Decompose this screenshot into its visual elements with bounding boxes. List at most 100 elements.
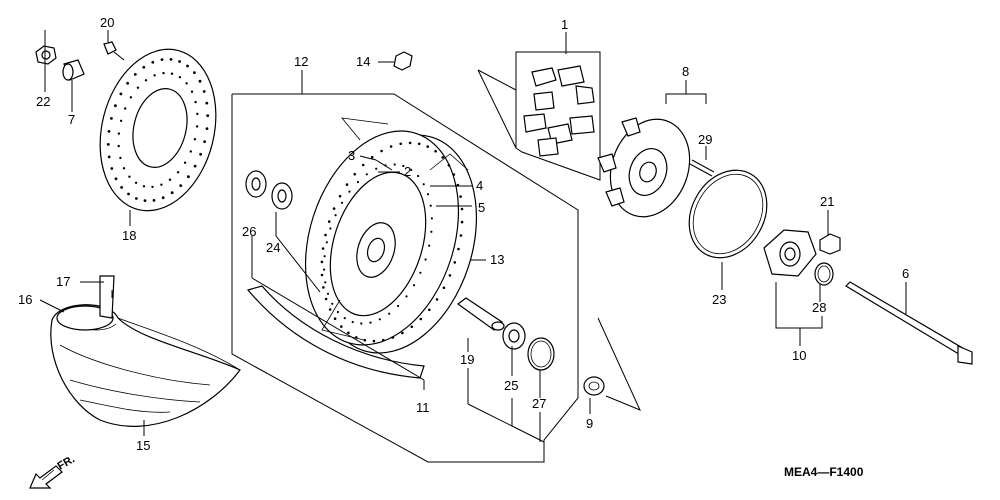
perforation-hole xyxy=(378,318,381,321)
callout-9: 9 xyxy=(586,416,593,431)
callout-11: 11 xyxy=(416,400,430,415)
callout-6: 6 xyxy=(902,266,909,281)
perforation-hole xyxy=(331,302,334,305)
perforation-hole xyxy=(205,127,209,130)
perforation-hole xyxy=(135,197,138,200)
perforation-hole xyxy=(142,65,146,69)
perforation-hole xyxy=(324,281,327,284)
perforation-hole xyxy=(356,180,359,184)
collar xyxy=(62,59,85,81)
perforation-hole xyxy=(189,150,192,153)
perforation-hole xyxy=(321,247,325,250)
perforation-hole xyxy=(426,193,430,196)
perforation-hole xyxy=(324,233,327,237)
callout-13: 13 xyxy=(490,252,504,267)
perforation-hole xyxy=(428,244,431,247)
perforation-hole xyxy=(329,227,332,230)
callout-24: 24 xyxy=(266,240,280,255)
perforation-hole xyxy=(206,114,210,117)
perforation-hole xyxy=(152,199,156,202)
callout-10: 10 xyxy=(792,348,806,363)
perforation-hole xyxy=(380,149,383,153)
perforation-hole xyxy=(452,173,456,176)
flange-nut xyxy=(35,45,57,65)
perforation-hole xyxy=(120,186,123,189)
bearing xyxy=(245,170,267,198)
perforation-hole xyxy=(117,144,120,148)
perforation-hole xyxy=(162,71,165,75)
perforation-hole xyxy=(126,81,129,85)
bearing xyxy=(502,322,526,350)
perforation-hole xyxy=(408,141,412,145)
leader-lines xyxy=(39,30,907,443)
perforation-hole xyxy=(343,317,346,320)
perforation-hole xyxy=(435,298,439,301)
perforation-hole xyxy=(323,268,326,271)
callout-7: 7 xyxy=(68,112,75,127)
distance-collar xyxy=(456,297,505,331)
o-ring xyxy=(814,262,834,286)
perforation-hole xyxy=(195,125,199,128)
perforation-hole xyxy=(334,214,337,217)
perforation-hole xyxy=(355,336,358,339)
perforation-hole xyxy=(428,308,431,312)
rear-axle xyxy=(845,281,973,365)
perforation-hole xyxy=(134,181,138,184)
perforation-hole xyxy=(328,308,332,311)
callout-29: 29 xyxy=(698,132,712,147)
perforation-hole xyxy=(144,79,148,82)
wheel-tire-section xyxy=(246,285,425,379)
perforation-hole xyxy=(402,164,405,168)
perforation-hole xyxy=(336,310,339,314)
perforation-hole xyxy=(193,164,197,168)
perforation-hole xyxy=(107,155,111,159)
perforation-hole xyxy=(370,155,374,159)
perforation-hole xyxy=(410,325,414,329)
perforation-hole xyxy=(430,217,433,220)
perforation-hole xyxy=(160,58,164,61)
perforation-hole xyxy=(388,312,391,315)
perforation-hole xyxy=(196,112,199,116)
perforation-hole xyxy=(340,201,344,204)
flange-stud xyxy=(689,159,715,177)
perforation-hole xyxy=(176,171,180,174)
perforation-hole xyxy=(114,177,118,181)
perforation-hole xyxy=(153,74,156,77)
callout-12: 12 xyxy=(294,54,308,69)
perforation-hole xyxy=(193,71,196,74)
perforation-hole xyxy=(160,183,163,186)
o-ring xyxy=(527,337,555,371)
callout-8: 8 xyxy=(682,64,689,79)
perforation-hole xyxy=(324,297,328,301)
rim-band xyxy=(99,275,115,319)
side-collar xyxy=(583,376,605,396)
perforation-hole xyxy=(351,320,354,324)
perforation-hole xyxy=(179,184,183,188)
perforation-hole xyxy=(117,132,121,135)
valve-nut xyxy=(393,51,413,71)
perforation-hole xyxy=(119,119,123,123)
front-direction-indicator: FR. xyxy=(29,453,77,489)
perforation-hole xyxy=(347,331,350,335)
callout-labels: 1 2 3 4 5 6 7 8 9 10 11 12 13 14 15 16 1… xyxy=(18,15,909,453)
perforation-hole xyxy=(448,274,452,277)
perforation-hole xyxy=(142,185,146,188)
callout-26: 26 xyxy=(242,224,256,239)
perforation-hole xyxy=(127,192,130,196)
perforation-hole xyxy=(419,271,422,274)
damper-box-outline xyxy=(477,51,601,181)
perforation-hole xyxy=(183,161,187,164)
wheel-assembly-outline xyxy=(231,93,579,463)
callout-14: 14 xyxy=(356,54,370,69)
perforation-hole xyxy=(459,195,462,198)
callout-5: 5 xyxy=(478,200,485,215)
driven-flange xyxy=(597,117,691,218)
perforation-hole xyxy=(338,194,342,198)
perforation-hole xyxy=(417,174,420,178)
perforation-hole xyxy=(110,117,113,120)
perforation-hole xyxy=(133,73,137,76)
callout-25: 25 xyxy=(504,378,518,393)
callout-16: 16 xyxy=(18,292,32,307)
perforation-hole xyxy=(203,140,207,144)
perforation-hole xyxy=(401,331,404,335)
